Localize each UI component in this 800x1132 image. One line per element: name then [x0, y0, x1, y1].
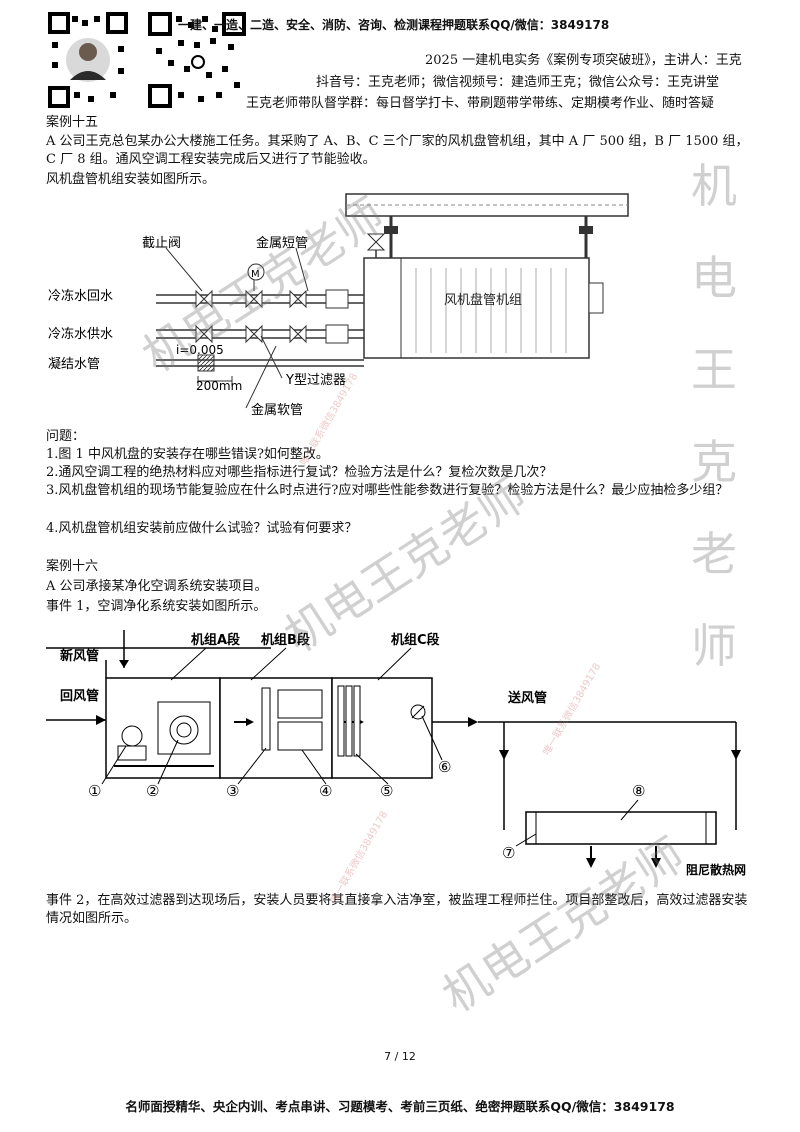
qr-code-douyin	[48, 12, 128, 108]
case15-paragraph: A 公司王克总包某办公大楼施工任务。其采购了 A、B、C 三个厂家的风机盘管机组…	[46, 134, 749, 167]
header-group-line: 王克老师带队督学群：每日督学打卡、带刷题带学带练、定期模考作业、随时答疑	[246, 96, 715, 111]
fresh-air-pipe-label: 新风管	[60, 648, 99, 664]
callout-3: ③	[226, 782, 239, 800]
header-social-line: 抖音号：王克老师；微信视频号：建造师王克；微信公众号：王克讲堂	[316, 75, 720, 90]
motor-valve-label: M	[251, 269, 260, 280]
question-3: 3.风机盘管机组的现场节能复验应在什么时点进行?应对哪些性能参数进行复验？检验方…	[46, 483, 729, 498]
damper-net-label: 阻尼散热网	[686, 862, 746, 877]
callout-5: ⑤	[380, 782, 393, 800]
header-banner: 一建、一造、二造、安全、消防、咨询、检测课程押题联系QQ/微信：3849178	[178, 18, 610, 32]
case16-paragraph: A 公司承接某净化空调系统安装项目。	[46, 579, 268, 594]
section-b-label: 机组B段	[261, 632, 310, 648]
metal-short-pipe-label: 金属短管	[256, 235, 308, 251]
condensate-pipe-label: 凝结水管	[48, 356, 100, 372]
metal-hose-label: 金属软管	[251, 402, 303, 418]
callout-2: ②	[146, 782, 159, 800]
callout-6: ⑥	[438, 758, 451, 776]
page-number: 7 / 12	[384, 1050, 416, 1063]
question-4: 4.风机盘管机组安装前应做什么试验？试验有何要求？	[46, 521, 358, 536]
y-filter-label: Y型过滤器	[285, 373, 346, 388]
slope-label: i=0.005	[176, 343, 224, 357]
callout-4: ④	[319, 782, 332, 800]
supply-air-pipe-label: 送风管	[507, 690, 547, 706]
qr-code-wechat	[148, 12, 248, 108]
case15-figure-intro: 风机盘管机组安装如图所示。	[46, 172, 216, 187]
globe-valve-label: 截止阀	[142, 236, 181, 251]
callout-8: ⑧	[632, 782, 645, 800]
case16-title: 案例十六	[46, 559, 99, 574]
chilled-water-supply-label: 冷冻水供水	[48, 326, 113, 342]
section-a-label: 机组A段	[191, 632, 240, 648]
fan-coil-unit-label: 风机盘管机组	[444, 292, 522, 308]
questions-title: 问题：	[46, 429, 86, 444]
return-air-pipe-label: 回风管	[60, 688, 99, 704]
footer-banner: 名师面授精华、央企内训、考点串讲、习题模考、考前三页纸、绝密押题联系QQ/微信：…	[125, 1099, 675, 1114]
header-course-line: 2025 一建机电实务《案例专项突破班》，主讲人：王克	[425, 53, 742, 68]
case16-event2: 事件 2，在高效过滤器到达现场后，安装人员要将其直接拿入洁净室，被监理工程师拦住…	[46, 893, 748, 926]
fan-coil-installation-figure: 风机盘管机组 M 截止阀 金属短管 冷冻水回水 冷冻水供水 凝结水管 i=0.0…	[48, 193, 629, 418]
question-1: 1.图 1 中风机盘的安装存在哪些错误?如何整改。	[46, 447, 329, 462]
vertical-watermark: 机电王克老师	[691, 159, 737, 673]
length-200-label: 200mm	[196, 379, 242, 393]
clean-ac-system-figure: 新风管 回风管 机组A段 机组B段 机组C段 送风管 阻尼散热网 ① ② ③ ④…	[46, 630, 746, 877]
section-c-label: 机组C段	[391, 632, 440, 648]
chilled-water-return-label: 冷冻水回水	[48, 288, 113, 304]
callout-7: ⑦	[502, 844, 515, 862]
case15-title: 案例十五	[46, 115, 99, 130]
question-2: 2.通风空调工程的绝热材料应对哪些指标进行复试？检验方法是什么？复检次数是几次？	[46, 465, 553, 480]
callout-1: ①	[88, 782, 101, 800]
case16-event1: 事件 1，空调净化系统安装如图所示。	[46, 599, 267, 614]
